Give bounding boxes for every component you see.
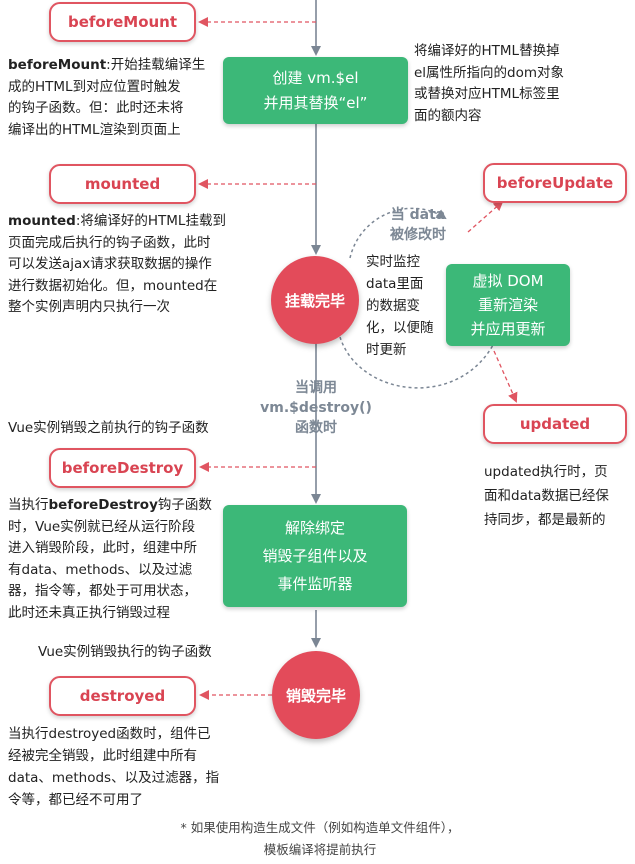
label-call-destroy: 当调用 vm.$destroy() 函数时	[260, 380, 372, 436]
circle-mounted-done: 挂载完毕	[271, 256, 359, 344]
box-virtual-dom: 虚拟 DOM 重新渲染 并应用更新	[446, 264, 570, 346]
arrow-to-updated	[493, 350, 518, 403]
box-create-el: 创建 vm.$el 并用其替换“el”	[223, 57, 408, 124]
arrow-to-beforeUpdate	[467, 200, 504, 233]
update-loop-top	[349, 207, 447, 259]
label-data-changed: 当 data 被修改时	[390, 207, 446, 243]
hook-beforeDestroy: beforeDestroy	[49, 448, 196, 488]
hook-beforeUpdate: beforeUpdate	[483, 163, 627, 203]
footnote: * 如果使用构造生成文件（例如构造单文件组件）， 模板编译将提前执行	[180, 820, 460, 857]
hook-beforeMount: beforeMount	[49, 2, 196, 42]
desc-realtime: 实时监控 data里面 的数据变 化，以便随 时更新	[366, 254, 434, 358]
desc-mounted: mounted:将编译好的HTML挂载到 页面完成后执行的钩子函数，此时 可以发…	[8, 213, 226, 315]
update-loop-arc	[339, 329, 501, 389]
desc-before-destroy: 当执行beforeDestroy钩子函数 时，Vue实例就已经从运行阶段 进入销…	[8, 497, 212, 621]
desc-updated: updated执行时，页 面和data数据已经保 持同步，都是最新的	[484, 464, 609, 528]
hook-mounted: mounted	[49, 164, 196, 204]
desc-before-destroy-title: Vue实例销毁之前执行的钩子函数	[8, 420, 209, 436]
circle-destroy-done: 销毁完毕	[272, 651, 360, 739]
desc-destroyed: 当执行destroyed函数时，组件已 经被完全销毁，此时组建中所有 data、…	[8, 726, 220, 808]
box-unbind: 解除绑定 销毁子组件以及 事件监听器	[223, 505, 407, 607]
hook-destroyed: destroyed	[49, 676, 196, 716]
desc-before-mount: beforeMount:开始挂载编译生 成的HTML到对应位置时触发 的钩子函数…	[8, 57, 206, 138]
hook-updated: updated	[483, 404, 627, 444]
desc-destroyed-title: Vue实例销毁执行的钩子函数	[38, 644, 212, 660]
desc-replace-html: 将编译好的HTML替换掉 el属性所指向的dom对象 或替换对应HTML标签里 …	[414, 43, 565, 124]
